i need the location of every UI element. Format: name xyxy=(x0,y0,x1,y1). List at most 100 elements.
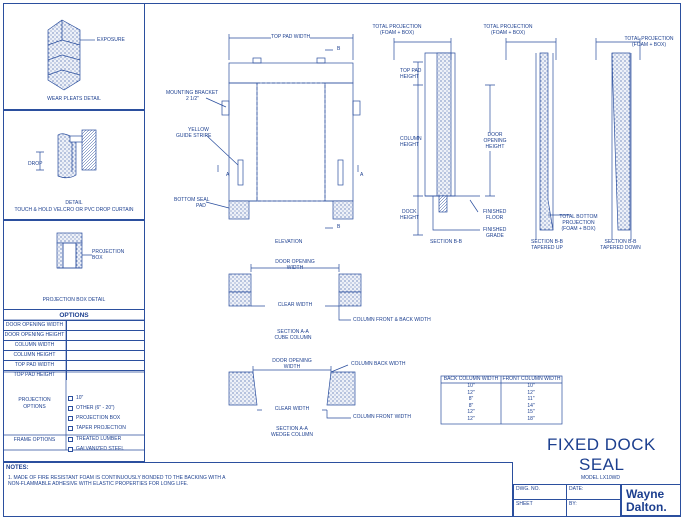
bb-door-opening-3: HEIGHT xyxy=(480,144,510,151)
column-table-cell: 11" xyxy=(527,396,535,402)
column-table-cell: 12" xyxy=(467,409,475,415)
drop-detail-drawing xyxy=(36,129,97,179)
notes-panel xyxy=(3,462,513,517)
date-label: DATE: xyxy=(569,486,584,492)
dwg-no-label: DWG. NO. xyxy=(516,486,540,492)
bb-total-projection-2: (FOAM + BOX) xyxy=(379,30,415,36)
bb-top-pad-height-2: HEIGHT xyxy=(400,74,419,80)
td-title-2: TAPERED DOWN xyxy=(600,245,641,251)
option-row-label: COLUMN WIDTH xyxy=(14,342,55,348)
wayne-dalton-logo: Wayne Dalton. xyxy=(621,484,681,516)
bb-column-height-1: COLUMN xyxy=(400,136,422,142)
bb-top-pad-height-1: TOP PAD xyxy=(400,68,422,74)
option-row-divider xyxy=(66,361,67,370)
notes-line-2: NON-FLAMMABLE ADHESIVE WITH ELASTIC PROP… xyxy=(8,481,189,487)
projection-box-drawing xyxy=(56,232,92,269)
option-row-divider xyxy=(66,351,67,360)
drop-detail-panel xyxy=(3,110,145,220)
option-row-divider xyxy=(66,331,67,340)
projection-option-checkbox[interactable] xyxy=(68,416,73,421)
td-title-1: SECTION B-B xyxy=(604,239,637,245)
column-table-cell: 12" xyxy=(467,415,475,422)
aa-cube-clear-width: CLEAR WIDTH xyxy=(265,302,325,309)
projection-option-label: 10" xyxy=(76,395,84,401)
column-table-header-back: BACK COLUMN WIDTH xyxy=(443,376,499,382)
elevation-drawing xyxy=(205,34,361,229)
aa-wedge-column-back: COLUMN BACK WIDTH xyxy=(351,361,406,367)
sheet-label: SHEET xyxy=(516,501,533,507)
bb-finished-floor-2: FLOOR xyxy=(486,215,504,221)
aa-wedge-column-front: COLUMN FRONT WIDTH xyxy=(353,414,411,420)
tu-bottom-2: PROJECTION xyxy=(562,220,595,226)
wear-pleats-title: WEAR PLEATS DETAIL xyxy=(47,96,101,102)
frame-option-checkbox[interactable] xyxy=(68,447,73,452)
projection-box-label-2: BOX xyxy=(92,255,103,261)
bottom-seal-label-2: PAD xyxy=(196,203,206,209)
column-table-cell: 8" xyxy=(468,396,474,402)
bb-total-projection-1: TOTAL PROJECTION xyxy=(372,24,422,30)
marker-a-right: A xyxy=(360,172,364,178)
wear-pleats-drawing xyxy=(47,19,95,91)
top-pad-width-label: TOP PAD WIDTH xyxy=(271,34,311,41)
projection-option-label: PROJECTION BOX xyxy=(76,415,121,421)
projection-box-label-1: PROJECTION xyxy=(92,249,125,255)
aa-wedge-title-1: SECTION A-A xyxy=(276,426,308,432)
option-row-label: DOOR OPENING HEIGHT xyxy=(4,332,65,338)
bb-finished-floor-1: FINISHED xyxy=(483,209,507,215)
yellow-guide-label-2: GUIDE STRIPE xyxy=(176,133,212,139)
mounting-bracket-label-1: MOUNTING BRACKET xyxy=(166,90,219,96)
option-row: COLUMN WIDTH xyxy=(3,340,144,350)
projection-box-title: PROJECTION BOX DETAIL xyxy=(42,297,106,303)
aa-cube-door-opening-2: WIDTH xyxy=(286,265,304,271)
marker-b-bottom: B xyxy=(337,224,341,230)
td-total-projection-2: (FOAM + BOX) xyxy=(631,42,667,48)
projection-options-label-2: OPTIONS xyxy=(23,404,46,410)
option-row: DOOR OPENING HEIGHT xyxy=(3,330,144,340)
tu-total-projection-1: TOTAL PROJECTION xyxy=(483,24,533,30)
tu-title-2: TAPERED UP xyxy=(531,245,563,251)
column-table-header-front: FRONT COLUMN WIDTH xyxy=(502,376,561,382)
logo-text-1: Wayne xyxy=(626,487,665,501)
elevation-title: ELEVATION xyxy=(275,239,303,245)
drop-detail-title: DETAIL xyxy=(65,200,83,206)
section-bb-drawing xyxy=(393,38,495,236)
projection-option-label: TAPER PROJECTION xyxy=(76,425,126,431)
tu-total-projection-2: (FOAM + BOX) xyxy=(490,30,526,36)
column-table-cell: 8" xyxy=(468,402,474,409)
column-table-cell: 12" xyxy=(467,389,475,396)
aa-wedge-door-opening-2: WIDTH xyxy=(283,364,301,370)
yellow-guide-label-1: YELLOW xyxy=(188,127,209,133)
option-row: COLUMN HEIGHT xyxy=(3,350,144,360)
projection-option-checkbox[interactable] xyxy=(68,406,73,411)
option-row-divider xyxy=(66,371,67,380)
projection-options-label-1: PROJECTION xyxy=(18,397,51,403)
notes-line-1: 1. MADE OF FIRE RESISTANT FOAM IS CONTIN… xyxy=(8,475,226,481)
by-label: BY: xyxy=(569,501,577,507)
aa-cube-title-2: CUBE COLUMN xyxy=(274,335,312,341)
frame-options-label: FRAME OPTIONS xyxy=(13,437,56,443)
projection-option-checkbox[interactable] xyxy=(68,426,73,431)
aa-cube-title-1: SECTION A-A xyxy=(277,329,309,335)
option-row-label: COLUMN HEIGHT xyxy=(13,352,56,358)
logo-text-2: Dalton. xyxy=(626,500,667,514)
title-block-divider xyxy=(566,484,567,517)
projection-option-checkbox[interactable] xyxy=(68,396,73,401)
option-row: DOOR OPENING WIDTH xyxy=(3,320,144,330)
title-block-dwg xyxy=(513,484,621,517)
option-row-label: DOOR OPENING WIDTH xyxy=(5,322,64,328)
title-block-divider-h xyxy=(513,499,621,500)
frame-option-checkbox[interactable] xyxy=(68,437,73,442)
options-title: OPTIONS xyxy=(59,312,89,319)
column-table-grid xyxy=(440,375,563,425)
tu-bottom-3: (FOAM + BOX) xyxy=(561,226,596,232)
projection-box-panel xyxy=(3,220,145,310)
column-table-cell: 18" xyxy=(527,415,535,422)
bb-dock-height-2: HEIGHT xyxy=(400,215,419,221)
aa-wedge-door-opening-1: DOOR OPENING xyxy=(272,358,312,364)
tu-bottom-1: TOTAL BOTTOM xyxy=(559,214,598,220)
bb-column-height-2: HEIGHT xyxy=(400,142,419,148)
td-total-projection-1: TOTAL PROJECTION xyxy=(624,36,674,42)
option-row: TOP PAD HEIGHT xyxy=(3,370,144,380)
column-table-cell: 15" xyxy=(527,409,535,415)
